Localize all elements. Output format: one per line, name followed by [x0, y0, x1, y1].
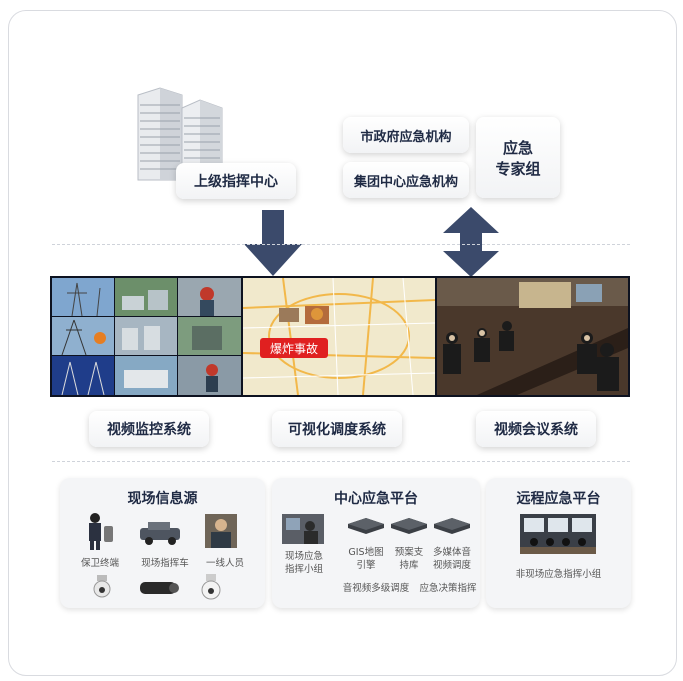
visual-dispatch-label-card: 可视化调度系统: [272, 411, 402, 447]
site-item-vehicle: 现场指挥车: [141, 558, 189, 569]
experts-label-1: 应急: [502, 138, 533, 157]
experts-card: 应急 专家组: [476, 117, 560, 198]
group-center-card: 集团中心应急机构: [343, 162, 469, 198]
guard-icon: [89, 513, 113, 550]
divider-bottom: [52, 461, 630, 462]
decision-command-label: 应急决策指挥: [419, 583, 477, 594]
divider-top: [52, 244, 630, 245]
accident-label: 爆炸事故: [269, 341, 318, 356]
remote-platform-title: 远程应急平台: [516, 491, 601, 507]
multilevel-dispatch-label: 音视频多级调度: [342, 583, 410, 594]
experts-label-2: 专家组: [495, 159, 541, 178]
upper-command-center-label: 上级指挥中心: [194, 174, 278, 190]
building-icon: [137, 87, 223, 181]
city-gov-card: 市政府应急机构: [343, 117, 469, 153]
bullet-camera-icon: [140, 582, 179, 594]
multimedia-dispatch-icon: [434, 518, 470, 534]
plan-library-label: 预案支 持库: [394, 547, 424, 571]
double-arrow-icon: [443, 207, 499, 277]
multimedia-dispatch-label: 多媒体音 视频调度: [432, 547, 471, 571]
remote-platform-panel: 远程应急平台 非现场应急指挥小组: [486, 478, 631, 608]
dome-camera-icon: [93, 575, 111, 598]
command-team-icon: [282, 514, 324, 544]
plan-library-icon: [391, 518, 427, 534]
video-surveillance-label-card: 视频监控系统: [89, 411, 209, 447]
gis-engine-icon: [348, 518, 384, 534]
central-platform-panel: 中心应急平台 现场应急 指挥小组 GIS地图 引擎 预案支 持库 多媒体音 视频…: [272, 478, 480, 608]
frontline-staff-icon: [205, 514, 237, 548]
upper-command-center-card: 上级指挥中心: [176, 163, 296, 199]
central-platform-title: 中心应急平台: [334, 491, 418, 507]
site-info-panel: 现场信息源 保卫终端 现场指挥车 一线人员: [60, 478, 265, 608]
video-surveillance-label: 视频监控系统: [107, 422, 191, 438]
site-info-title: 现场信息源: [127, 491, 198, 507]
down-arrow-icon: [244, 210, 302, 276]
ptz-camera-icon: [201, 574, 221, 600]
command-vehicle-icon: [140, 522, 180, 545]
visual-dispatch-label: 可视化调度系统: [288, 422, 386, 438]
city-gov-label: 市政府应急机构: [360, 129, 452, 145]
video-surveillance-screen: [52, 278, 241, 395]
command-team-label: 现场应急 指挥小组: [284, 551, 323, 575]
video-conference-screen: [437, 278, 628, 395]
video-conference-label: 视频会议系统: [494, 422, 578, 438]
remote-group-label: 非现场应急指挥小组: [515, 569, 602, 580]
site-item-guard: 保卫终端: [80, 558, 119, 569]
gis-map-screen: 爆炸事故: [243, 278, 435, 395]
site-item-frontline: 一线人员: [205, 558, 244, 569]
group-center-label: 集团中心应急机构: [353, 174, 458, 190]
accident-badge: 爆炸事故: [260, 338, 328, 358]
remote-team-icon: [520, 514, 596, 554]
gis-engine-label: GIS地图 引擎: [348, 547, 384, 571]
video-conference-label-card: 视频会议系统: [476, 411, 596, 447]
